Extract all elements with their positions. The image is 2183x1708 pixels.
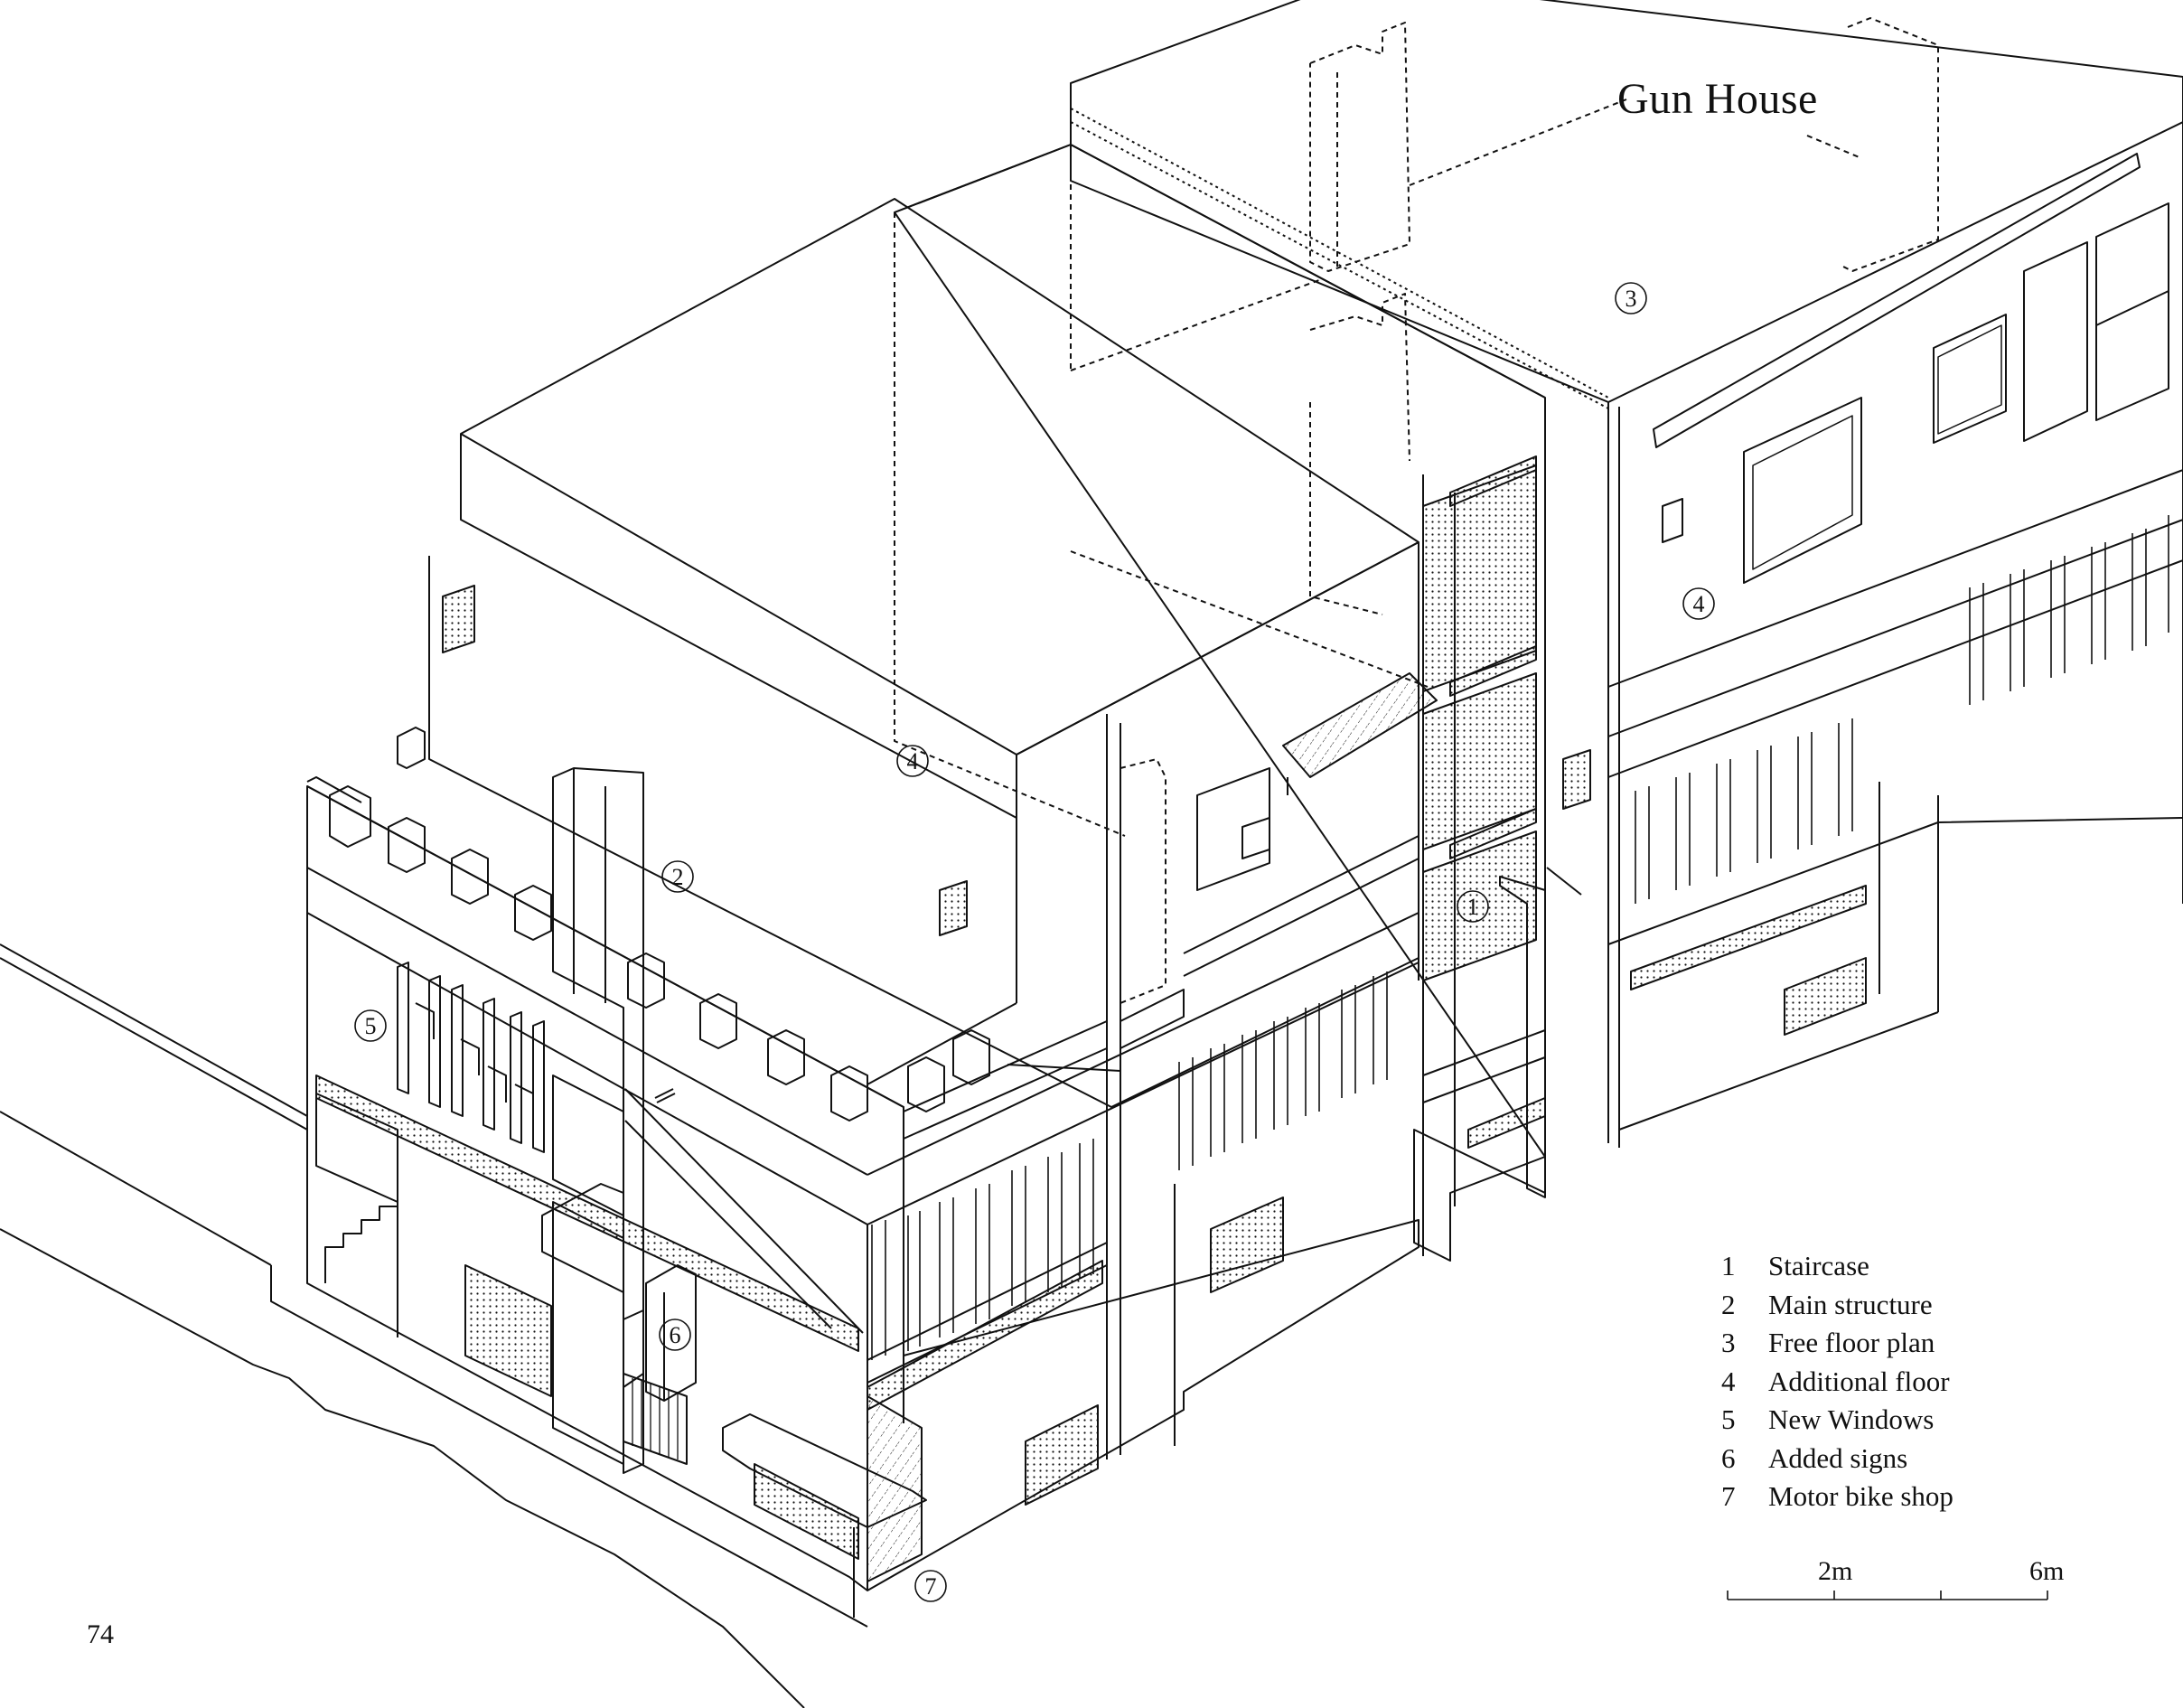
- legend-number: 2: [1721, 1288, 1736, 1320]
- front-building: [306, 198, 1419, 1618]
- back-building: [1070, 0, 2183, 1148]
- shutter-bars: [632, 1378, 679, 1459]
- front-facade-fins: [871, 971, 1388, 1360]
- callout-2: 2: [661, 860, 694, 893]
- callout-4-top: 4: [896, 745, 929, 777]
- svg-text:4: 4: [1693, 591, 1705, 617]
- callout-7: 7: [914, 1570, 947, 1602]
- page-number: 74: [87, 1619, 114, 1649]
- scale-label-2m: 2m: [1818, 1556, 1853, 1586]
- svg-text:5: 5: [365, 1013, 377, 1039]
- middle-building-dashed-ducts: [894, 145, 1429, 1004]
- legend-item: 1 Staircase: [1721, 1247, 1953, 1286]
- back-building-fins: [1635, 515, 2169, 904]
- legend: 1 Staircase 2 Main structure 3 Free floor p…: [1721, 1247, 1953, 1516]
- scale-bar: [1727, 1591, 2048, 1600]
- drawing-title: Gun House: [1617, 75, 1818, 123]
- svg-text:1: 1: [1467, 894, 1479, 920]
- legend-item: 7 Motor bike shop: [1721, 1478, 1953, 1516]
- callout-1: 1: [1457, 890, 1489, 923]
- callout-3: 3: [1615, 282, 1647, 314]
- legend-item: 3 Free floor plan: [1721, 1324, 1953, 1363]
- legend-label: Free floor plan: [1768, 1327, 1935, 1358]
- legend-number: 5: [1721, 1403, 1736, 1435]
- legend-label: Motor bike shop: [1768, 1480, 1953, 1512]
- legend-label: Staircase: [1768, 1250, 1869, 1281]
- legend-number: 7: [1721, 1480, 1736, 1512]
- main-structure-column: [552, 767, 864, 1474]
- legend-number: 3: [1721, 1327, 1736, 1358]
- legend-label: Main structure: [1768, 1288, 1933, 1320]
- legend-label: Additional floor: [1768, 1365, 1950, 1397]
- parapet-blocks: [306, 727, 990, 1121]
- middle-building: [894, 144, 1591, 1262]
- callout-markers: 1 2 3 4 4 5 6 7: [354, 282, 1715, 1602]
- callout-5: 5: [354, 1009, 387, 1042]
- legend-number: 1: [1721, 1250, 1736, 1281]
- legend-item: 5 New Windows: [1721, 1401, 1953, 1440]
- callout-6: 6: [659, 1319, 691, 1351]
- scale-label-6m: 6m: [2029, 1556, 2065, 1586]
- svg-text:4: 4: [907, 748, 919, 774]
- street-lines: [0, 943, 868, 1708]
- svg-text:7: 7: [925, 1573, 937, 1600]
- back-building-dashed-ducts: [1070, 17, 1939, 462]
- legend-number: 4: [1721, 1365, 1736, 1397]
- legend-item: 2 Main structure: [1721, 1286, 1953, 1325]
- svg-text:3: 3: [1626, 286, 1637, 312]
- legend-number: 6: [1721, 1441, 1736, 1474]
- legend-item: 4 Additional floor: [1721, 1363, 1953, 1402]
- new-window-fins-left: [397, 962, 545, 1153]
- legend-label: Added signs: [1768, 1441, 1908, 1474]
- legend-label: New Windows: [1768, 1403, 1935, 1435]
- callout-4-back: 4: [1682, 587, 1715, 620]
- legend-item: 6 Added signs: [1721, 1440, 1953, 1478]
- svg-text:6: 6: [670, 1322, 681, 1348]
- svg-text:2: 2: [672, 864, 684, 890]
